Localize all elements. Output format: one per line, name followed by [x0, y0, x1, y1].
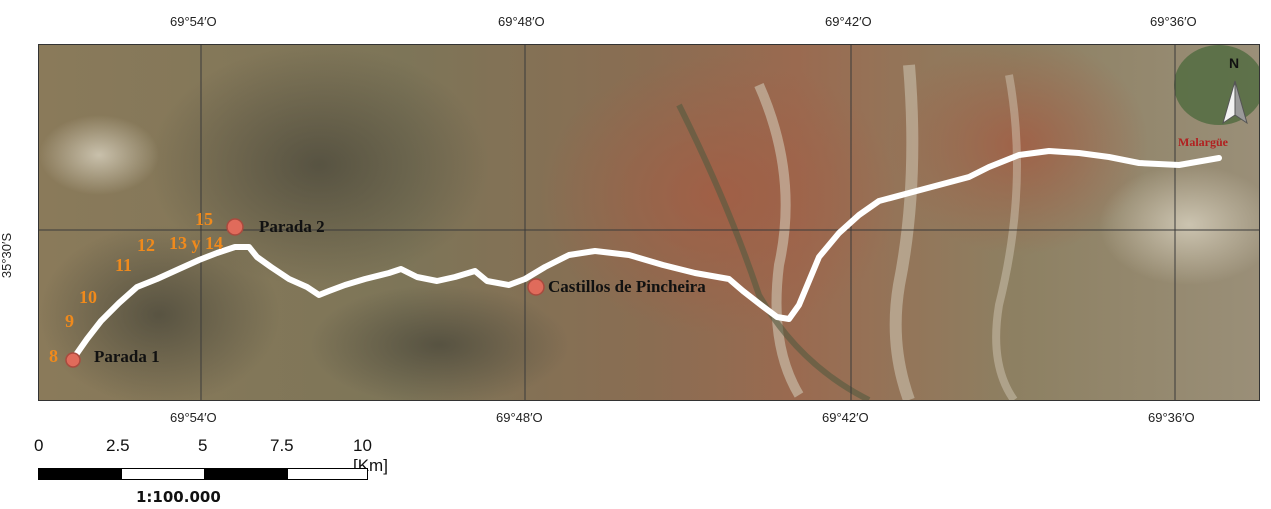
terrain-dark-area — [309, 285, 569, 400]
scale-segment — [121, 468, 205, 480]
terrain-pale-area — [39, 115, 159, 195]
river-valley — [676, 103, 871, 400]
terrain-red-area — [889, 45, 1149, 255]
latitude-label: 35°30′S — [0, 232, 15, 279]
top-longitude-label: 69°48′O — [498, 14, 545, 29]
north-arrow-icon — [1222, 80, 1248, 125]
scale-bar: 0 2.5 5 7.5 10 [Km] 1:100.000 — [34, 436, 388, 506]
scale-tick-label: 2.5 — [106, 436, 130, 455]
waypoint-label: 11 — [115, 255, 133, 275]
castle-label: Castillos de Pincheira — [548, 277, 706, 296]
scale-segment — [287, 468, 368, 480]
satellite-map[interactable]: Parada 1 Parada 2 Castillos de Pincheira… — [38, 44, 1260, 401]
waypoint-label: 15 — [195, 209, 213, 229]
top-longitude-label: 69°36′O — [1150, 14, 1197, 29]
map-canvas — [39, 45, 1259, 400]
route-line — [70, 148, 1222, 362]
terrain-ridge — [992, 74, 1021, 400]
waypoint-label: 8 — [49, 346, 58, 366]
waypoint-label: 9 — [65, 311, 74, 331]
terrain-ridge — [889, 64, 919, 400]
waypoint-label: 10 — [79, 287, 97, 307]
terrain-pale-area — [1099, 165, 1259, 285]
top-longitude-label: 69°54′O — [170, 14, 217, 29]
bottom-longitude-label: 69°54′O — [170, 410, 217, 425]
north-label: N — [1229, 55, 1240, 71]
scale-segment — [204, 468, 288, 480]
top-longitude-label: 69°42′O — [825, 14, 872, 29]
terrain-dark-area — [39, 225, 279, 400]
terrain-ridge — [754, 82, 804, 398]
waypoint-label: 13 y 14 — [169, 233, 223, 253]
scale-ratio-label: 1:100.000 — [136, 488, 221, 506]
scale-segment — [38, 468, 122, 480]
stop-1-label: Parada 1 — [94, 347, 160, 366]
bottom-longitude-label: 69°36′O — [1148, 410, 1195, 425]
castle-marker — [527, 278, 545, 296]
waypoint-label: 12 — [137, 235, 155, 255]
stop-2-label: Parada 2 — [259, 217, 325, 236]
stop-1-marker — [65, 352, 81, 368]
bottom-longitude-label: 69°42′O — [822, 410, 869, 425]
scale-tick-label: 5 — [198, 436, 208, 455]
scale-tick-label: 0 — [34, 436, 44, 455]
scale-tick-label: 7.5 — [270, 436, 294, 455]
stop-2-marker — [226, 218, 244, 236]
town-label: Malargüe — [1178, 135, 1228, 149]
bottom-longitude-label: 69°48′O — [496, 410, 543, 425]
